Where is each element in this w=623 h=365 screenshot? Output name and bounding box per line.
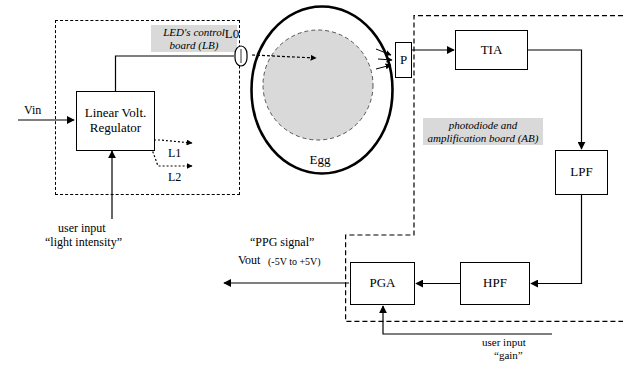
- note: user input: [58, 222, 106, 235]
- node-label: L0: [220, 27, 244, 42]
- note: user input: [482, 336, 526, 348]
- signal-connector: [416, 283, 460, 284]
- intensity-arrow: [111, 151, 112, 219]
- gain-arrow: [383, 306, 552, 334]
- photodiode-box: P: [395, 42, 412, 78]
- process-box: HPF: [460, 262, 530, 305]
- board-label: LED's control board (LB): [151, 25, 237, 52]
- egg-shape: Egg: [250, 5, 394, 175]
- l2-wire: [150, 144, 192, 166]
- note: (-5V to +5V): [268, 256, 321, 267]
- note: “gain”: [494, 349, 523, 361]
- node-label: P: [400, 53, 407, 68]
- led-outline: [234, 45, 248, 67]
- signal-name: L2: [168, 171, 181, 184]
- process-box: LPF: [555, 150, 608, 195]
- vin-arrow: [18, 119, 74, 120]
- signal-name: Vout: [238, 254, 260, 267]
- signal-name: “PPG signal”: [250, 236, 314, 249]
- node-label: TIA: [481, 43, 503, 58]
- node-label: Egg: [302, 153, 338, 168]
- output-arrow: [224, 282, 349, 283]
- regulator-box: Linear Volt. Regulator: [76, 91, 155, 151]
- led: L0: [234, 45, 248, 67]
- node-label: LPF: [570, 165, 592, 180]
- node-label: Linear Volt. Regulator: [80, 106, 151, 136]
- signal-name: L1: [168, 147, 181, 160]
- signal-connector: [531, 195, 582, 284]
- signal-name: Vin: [24, 104, 41, 117]
- signal-connector: [412, 49, 454, 50]
- process-box: TIA: [455, 30, 528, 70]
- node-label: PGA: [369, 276, 395, 291]
- note: “light intensity”: [45, 236, 122, 249]
- signal-connector: [116, 56, 235, 91]
- board-region: TIA LPF HPF PGA photodiode and amplification…: [345, 15, 623, 322]
- board-region: Linear Volt. Regulator LED's control boar…: [55, 20, 240, 195]
- egg-shape-outline: [250, 5, 394, 175]
- l1-wire: [150, 140, 192, 143]
- process-box: PGA: [350, 262, 415, 305]
- node-label: HPF: [483, 276, 507, 291]
- board-label: photodiode and amplification board (AB): [423, 118, 543, 145]
